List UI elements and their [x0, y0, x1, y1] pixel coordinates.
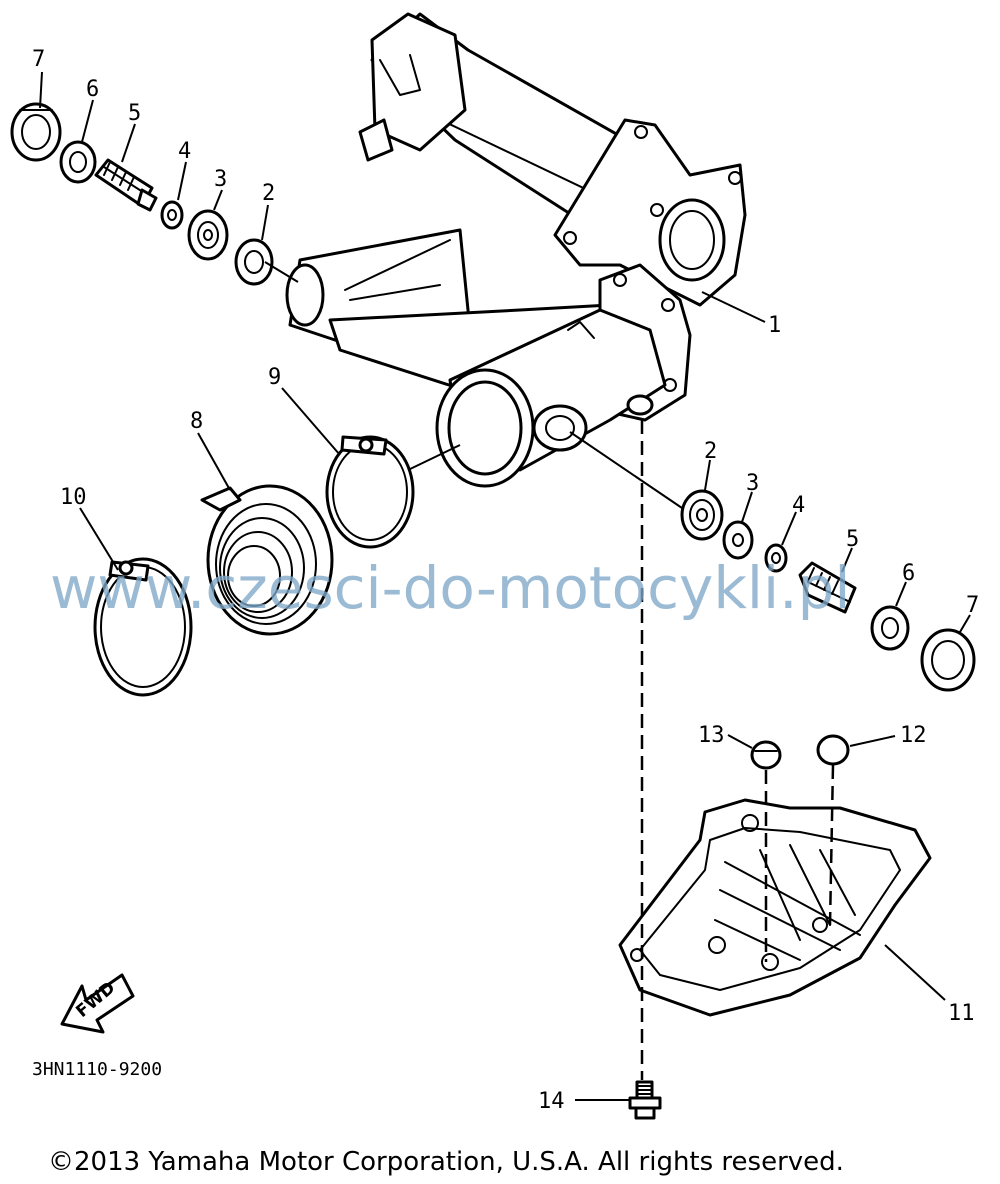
- callout-3-right: 3: [746, 471, 759, 496]
- callout-7-right: 7: [966, 593, 979, 618]
- callout-2-right: 2: [704, 439, 717, 464]
- swingarm: [285, 12, 747, 488]
- leader-lines: [39, 71, 971, 1101]
- callout-8: 8: [190, 409, 203, 434]
- guard-11: [618, 798, 932, 1017]
- band-10: [93, 557, 193, 697]
- callout-1: 1: [768, 313, 781, 338]
- plug-13: [750, 740, 782, 770]
- callout-11: 11: [948, 1001, 975, 1026]
- boot-8: [200, 484, 334, 636]
- callout-2-left: 2: [262, 181, 275, 206]
- pivot-shaft-5-left: [94, 158, 158, 212]
- oil-seal-2-right: [680, 489, 724, 541]
- plug-12: [816, 734, 850, 766]
- washer-4-left: [160, 200, 184, 230]
- bearing-3-left: [187, 209, 229, 261]
- watermark: www.czesci-do-motocykli.pl: [50, 554, 851, 622]
- washer-4-right: [764, 543, 788, 573]
- callout-4-right: 4: [792, 493, 805, 518]
- callout-10: 10: [60, 485, 87, 510]
- fwd-arrow: [60, 973, 135, 1034]
- callout-13: 13: [698, 723, 725, 748]
- copyright-notice: ©2013 Yamaha Motor Corporation, U.S.A. A…: [48, 1147, 844, 1177]
- callout-6-left: 6: [86, 77, 99, 102]
- drawing-code: 3HN1110-9200: [32, 1059, 162, 1080]
- callout-5-right: 5: [846, 527, 859, 552]
- callout-6-right: 6: [902, 561, 915, 586]
- cap-7-left: [10, 102, 62, 162]
- nut-6-left: [59, 140, 97, 184]
- pivot-shaft-5-right: [798, 561, 857, 614]
- cap-7-right: [920, 628, 976, 692]
- oil-seal-2-left: [234, 238, 274, 286]
- callout-5-left: 5: [128, 101, 141, 126]
- callout-4-left: 4: [178, 139, 191, 164]
- callout-3-left: 3: [214, 167, 227, 192]
- callout-numbers: 7 6 5 4 3 2 1 9 8 10 2 3 4 5 6 7 13 12 1…: [32, 47, 979, 1114]
- callout-9: 9: [268, 365, 281, 390]
- callout-7-left: 7: [32, 47, 45, 72]
- callout-12: 12: [900, 723, 927, 748]
- callout-14: 14: [538, 1089, 565, 1114]
- band-9: [325, 435, 415, 549]
- bolt-14: [628, 1080, 662, 1120]
- nut-6-right: [870, 605, 910, 651]
- bearing-3-right: [722, 520, 754, 560]
